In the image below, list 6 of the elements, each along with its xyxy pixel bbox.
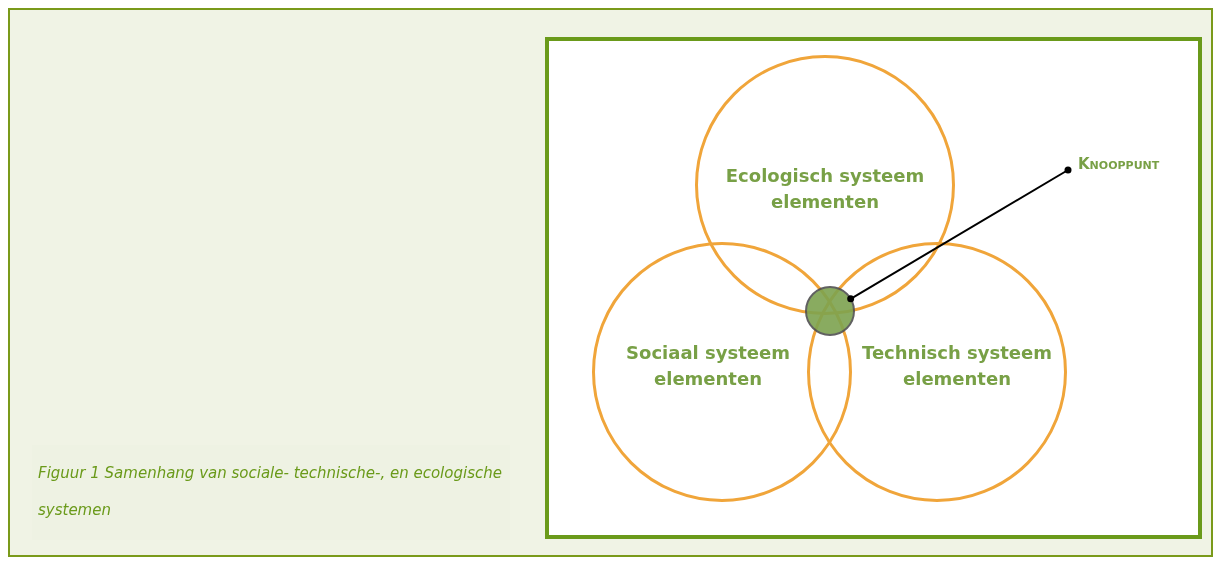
circle-label: Ecologisch systeem elementen [724,164,926,214]
callout-label: Knooppunt [1078,155,1160,173]
circle-label: Technisch systeem elementen [861,341,1053,391]
figure-caption: Figuur 1 Samenhang van sociale- technische-, en ecologische systemen [38,463,503,521]
leader-line [847,166,1072,303]
circle-label: Sociaal systeem elementen [625,341,791,391]
